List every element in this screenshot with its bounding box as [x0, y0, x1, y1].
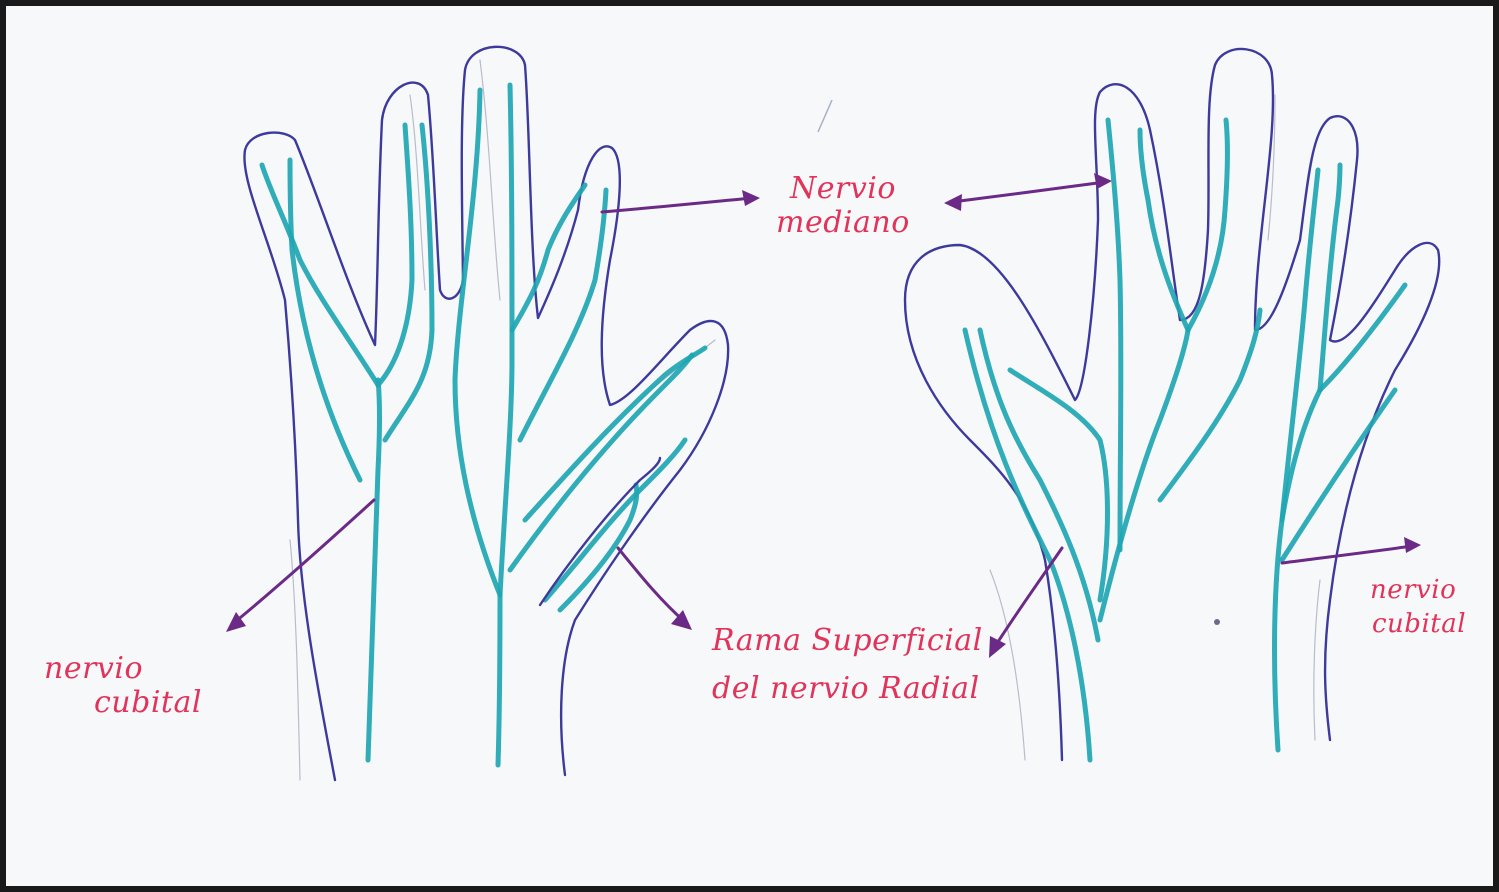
label-median-line2: mediano	[776, 205, 910, 240]
paper-background	[6, 6, 1493, 886]
label-ulnar-right-line2: cubital	[1372, 609, 1466, 639]
label-median-line1: Nervio	[789, 171, 896, 206]
left-median-trunk	[498, 595, 500, 765]
label-ulnar-right-line1: nervio	[1370, 575, 1456, 605]
label-ulnar-left-line2: cubital	[94, 685, 202, 720]
label-ulnar-left-line1: nervio	[44, 651, 143, 686]
ink-dot	[1214, 619, 1220, 625]
label-radial-line2: del nervio Radial	[712, 671, 980, 706]
label-radial-line1: Rama Superficial	[711, 623, 983, 658]
